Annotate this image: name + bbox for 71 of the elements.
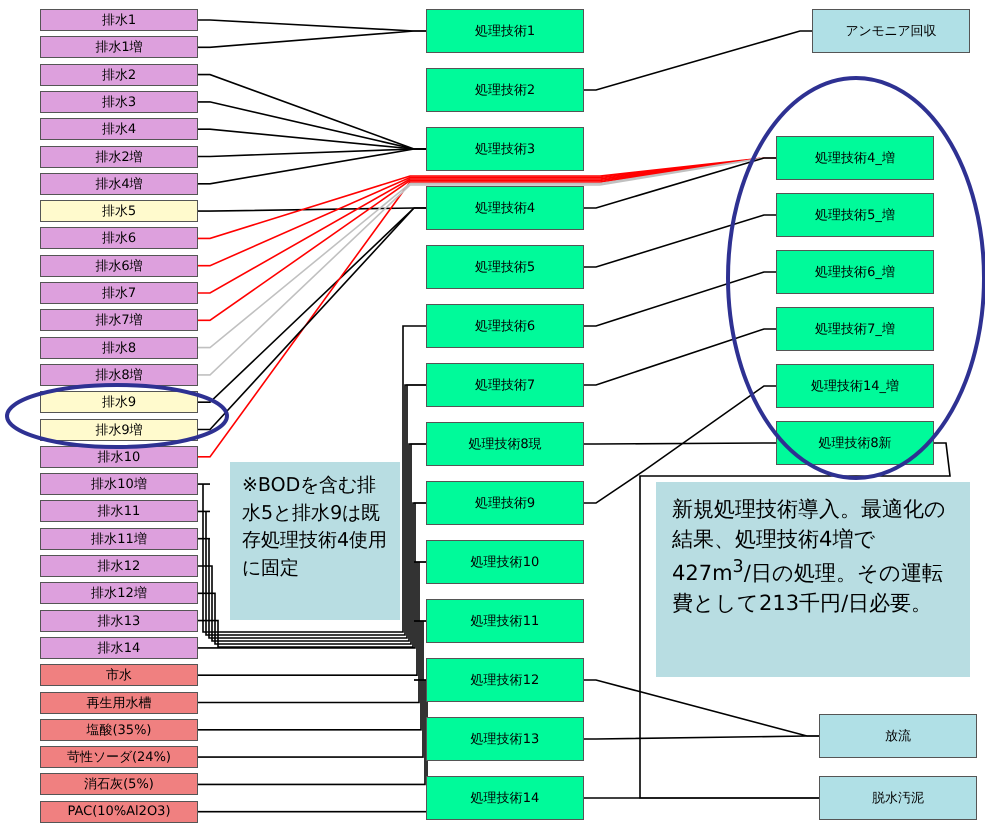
process-box: 処理技術6 (426, 304, 584, 348)
connector-line (584, 385, 776, 504)
connector-line (584, 214, 776, 268)
process-box: 処理技術6_増 (776, 250, 934, 294)
connector-line (584, 30, 812, 91)
output-box: 脱水汚泥 (819, 776, 977, 820)
source-box: 排水11 (40, 500, 198, 522)
connector-line (584, 442, 776, 445)
connector-line (584, 735, 819, 740)
process-box: 処理技術9 (426, 481, 584, 525)
source-box: 排水7増 (40, 309, 198, 332)
source-box: 排水4増 (40, 172, 198, 195)
connector-line (198, 679, 428, 812)
callout-box: ※BODを含む排水5と排水9は既存処理技術4使用に固定 (230, 462, 400, 620)
source-box: 市水 (40, 664, 198, 686)
process-box: 処理技術5_増 (776, 193, 934, 237)
process-box: 処理技術8新 (776, 421, 934, 465)
process-box: 処理技術7 (426, 363, 584, 407)
output-box: 放流 (819, 714, 977, 758)
source-box: 排水1増 (40, 36, 198, 58)
process-box: 処理技術14 (426, 776, 584, 820)
connector-line (584, 328, 776, 386)
process-box: 処理技術4_増 (776, 136, 934, 180)
process-box: 処理技術1 (426, 9, 584, 53)
callout-box: 新規処理技術導入。最適化の結果、処理技術4増で427m$^{3}$/日の処理。その運転費として213千円/日必要。 (656, 482, 970, 677)
process-box: 処理技術3 (426, 127, 584, 171)
source-box: PAC(10%Al2O3) (40, 800, 198, 823)
source-box: 排水13 (40, 610, 198, 632)
source-box: 再生用水槽 (40, 692, 198, 714)
source-box: 排水11増 (40, 528, 198, 550)
connector-line (198, 620, 426, 758)
source-box: 排水2 (40, 64, 198, 86)
connector-line (198, 325, 426, 633)
source-box: 排水4 (40, 118, 198, 140)
source-box: 排水3 (40, 90, 198, 113)
source-box: 排水9増 (40, 418, 198, 440)
connector-line (584, 271, 776, 327)
source-box: 排水6 (40, 227, 198, 250)
connector-line (198, 679, 426, 786)
connector-line (198, 30, 426, 48)
connector-line (639, 442, 951, 799)
source-box: 排水12 (40, 555, 198, 577)
source-box: 排水2増 (40, 146, 198, 168)
process-box: 処理技術7_増 (776, 307, 934, 351)
process-box: 処理技術11 (426, 599, 584, 643)
process-box: 処理技術2 (426, 68, 584, 112)
source-box: 排水10 (40, 446, 198, 468)
source-box: 排水9 (40, 391, 198, 414)
source-box: 消石灰(5%) (40, 773, 198, 796)
source-box: 排水7 (40, 282, 198, 304)
source-box: 排水8 (40, 336, 198, 359)
source-box: 排水1 (40, 9, 198, 31)
source-box: 排水8増 (40, 364, 198, 386)
process-box: 処理技術5 (426, 245, 584, 289)
source-box: 排水5 (40, 200, 198, 222)
source-box: 苛性ソーダ(24%) (40, 746, 198, 768)
process-box: 処理技術8現 (426, 422, 584, 466)
source-box: 塩酸(35%) (40, 718, 198, 741)
connector-line (198, 148, 426, 185)
source-box: 排水12増 (40, 582, 198, 604)
output-box: アンモニア回収 (812, 9, 970, 53)
source-box: 排水10増 (40, 473, 198, 496)
source-box: 排水14 (40, 636, 198, 659)
connector-line (584, 157, 776, 209)
process-box: 処理技術10 (426, 540, 584, 584)
process-box: 処理技術4 (426, 186, 584, 230)
source-box: 排水6増 (40, 254, 198, 277)
process-box: 処理技術12 (426, 658, 584, 702)
process-box: 処理技術14_増 (776, 364, 934, 408)
process-box: 処理技術13 (426, 717, 584, 761)
connector-line (198, 561, 426, 704)
